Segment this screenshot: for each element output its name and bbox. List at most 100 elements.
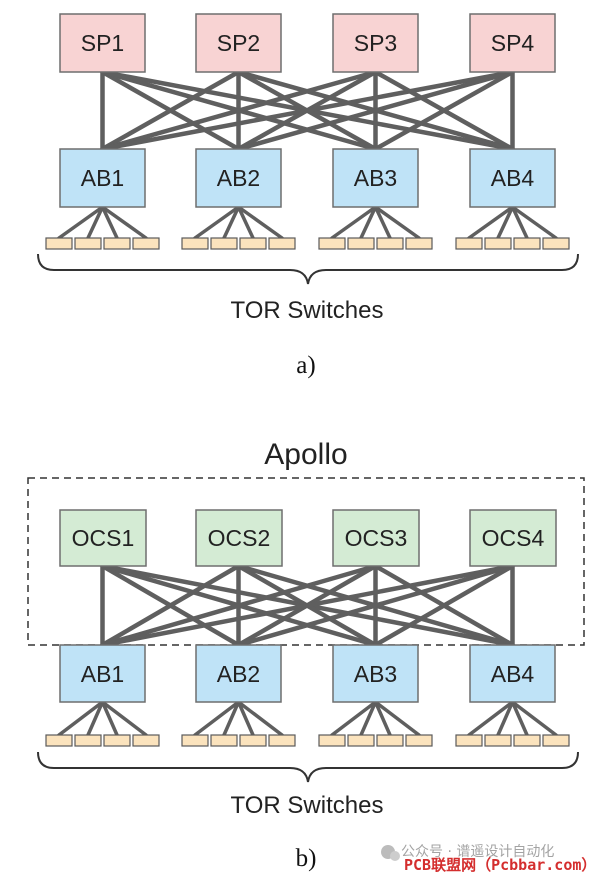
ocs-ab-link <box>373 563 515 648</box>
tor-uplink <box>100 205 148 240</box>
tor-brace-b <box>37 751 579 783</box>
spine-ab-link <box>100 69 241 152</box>
diagram-b-links <box>100 563 515 648</box>
node-label: SP4 <box>491 30 535 56</box>
ocs-switch-ocs1: OCS1 <box>59 509 147 567</box>
tor-uplink <box>359 700 378 737</box>
tor-uplink <box>496 205 515 240</box>
node-label: AB4 <box>491 661 535 687</box>
tor-switch <box>347 237 375 250</box>
diagram-a-tor-links <box>57 205 558 240</box>
tor-uplink <box>236 700 284 737</box>
aggregation-block-ab2: AB2 <box>195 644 282 703</box>
apollo-label: Apollo <box>264 438 347 471</box>
node-label: OCS1 <box>72 525 135 551</box>
tor-switch <box>132 237 160 250</box>
node-label: AB3 <box>354 661 397 687</box>
ocs-ab-link <box>100 563 378 648</box>
tor-switch <box>103 237 131 250</box>
tor-uplink <box>193 700 241 737</box>
node-label: SP2 <box>217 30 260 56</box>
tor-switch <box>181 734 209 747</box>
node-label: OCS4 <box>482 525 545 551</box>
tor-uplink <box>373 700 392 737</box>
tor-uplink <box>100 700 119 737</box>
caption-b: b) <box>296 845 317 872</box>
tor-uplink <box>86 700 105 737</box>
aggregation-block-ab1: AB1 <box>59 148 146 208</box>
tor-switch <box>513 237 541 250</box>
ocs-switch-ocs3: OCS3 <box>332 509 420 567</box>
tor-uplink <box>193 205 241 240</box>
tor-uplink <box>510 205 529 240</box>
watermark: 公众号 · 谱遥设计自动化 PCB联盟网（Pcbbar.com） <box>381 844 596 874</box>
tor-uplink <box>222 205 241 240</box>
apollo-dashed-boundary <box>27 477 585 646</box>
tor-switch <box>74 237 102 250</box>
tor-uplink <box>359 205 378 240</box>
diagram-b-tor-switches <box>45 734 570 747</box>
tor-switch <box>239 734 267 747</box>
tor-uplink <box>100 700 148 737</box>
aggregation-block-ab4: AB4 <box>469 148 556 208</box>
ocs-ab-link <box>100 563 241 648</box>
tor-switch <box>542 237 570 250</box>
node-label: AB2 <box>217 165 260 191</box>
tor-switch <box>347 734 375 747</box>
tor-uplink <box>222 700 241 737</box>
node-label: AB2 <box>217 661 260 687</box>
tor-uplink <box>57 205 105 240</box>
tor-switch <box>484 237 512 250</box>
tor-uplink <box>236 205 284 240</box>
aggregation-block-ab3: AB3 <box>332 644 419 703</box>
ocs-ab-link <box>236 563 515 648</box>
tor-uplink <box>57 700 105 737</box>
tor-switch <box>455 734 483 747</box>
diagram-a-tor-switches <box>45 237 570 250</box>
tor-switch <box>405 237 433 250</box>
tor-switch <box>239 237 267 250</box>
ocs-switch-ocs2: OCS2 <box>195 509 283 567</box>
node-label: AB1 <box>81 165 124 191</box>
tor-switch <box>74 734 102 747</box>
diagram-a: SP1 SP2 SP3 SP4 AB1 AB2 AB3 AB4 <box>37 13 579 379</box>
diagram-b: Apollo OCS1 OCS2 OCS3 OCS4 AB1 AB2 <box>27 438 585 872</box>
aggregation-block-ab4: AB4 <box>469 644 556 703</box>
tor-switch <box>45 237 73 250</box>
tor-switch <box>181 237 209 250</box>
tor-switch <box>268 237 296 250</box>
tor-switch <box>45 734 73 747</box>
tor-uplink <box>510 205 558 240</box>
wechat-icon-bubble <box>390 851 400 861</box>
tor-uplink <box>236 205 255 240</box>
watermark-line-2: PCB联盟网（Pcbbar.com） <box>404 856 596 874</box>
ocs-switch-ocs4: OCS4 <box>469 509 557 567</box>
tor-switch <box>376 734 404 747</box>
node-label: SP1 <box>81 30 124 56</box>
node-label: SP3 <box>354 30 397 56</box>
tor-switch <box>210 237 238 250</box>
aggregation-block-ab2: AB2 <box>195 148 282 208</box>
tor-uplink <box>510 700 529 737</box>
spine-switch-sp2: SP2 <box>195 13 282 73</box>
tor-switch <box>542 734 570 747</box>
ocs-ab-link <box>100 563 515 648</box>
spine-ab-link <box>100 69 378 152</box>
tor-switch <box>268 734 296 747</box>
tor-switches-label-a: TOR Switches <box>231 297 384 324</box>
tor-switch <box>132 734 160 747</box>
node-label: OCS3 <box>345 525 408 551</box>
tor-uplink <box>373 205 421 240</box>
watermark-line-1: 公众号 · 谱遥设计自动化 <box>401 844 554 860</box>
tor-switch <box>376 237 404 250</box>
tor-uplink <box>467 700 515 737</box>
tor-switch <box>318 734 346 747</box>
spine-ab-link <box>373 69 515 152</box>
tor-uplink <box>373 700 421 737</box>
tor-uplink <box>330 205 378 240</box>
caption-a: a) <box>296 352 315 379</box>
node-label: OCS2 <box>208 525 271 551</box>
tor-uplink <box>86 205 105 240</box>
tor-uplink <box>467 205 515 240</box>
